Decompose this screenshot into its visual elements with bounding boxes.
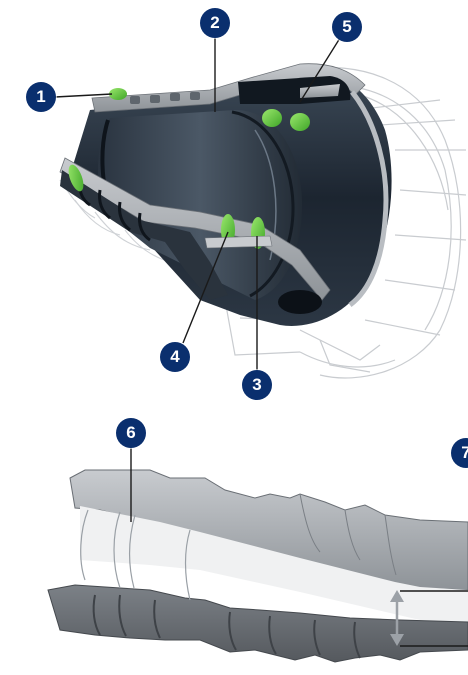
green-seal-upper (109, 88, 310, 131)
callout-2: 2 (200, 8, 230, 38)
callout-3: 3 (242, 370, 272, 400)
fitting-cutaway (54, 35, 467, 379)
fitting-bore (98, 110, 303, 300)
green-seal-lower (68, 164, 273, 249)
leader-lines (54, 35, 341, 372)
callout-6: 6 (116, 418, 146, 448)
pipe-cross-section (47, 443, 468, 663)
dimension-arrows (390, 590, 404, 646)
callout-1: 1 (26, 82, 56, 112)
callout-4: 4 (160, 342, 190, 372)
callout-7: 7 (451, 438, 468, 468)
callout-5: 5 (332, 12, 362, 42)
pipe-wall-lower (47, 584, 468, 663)
